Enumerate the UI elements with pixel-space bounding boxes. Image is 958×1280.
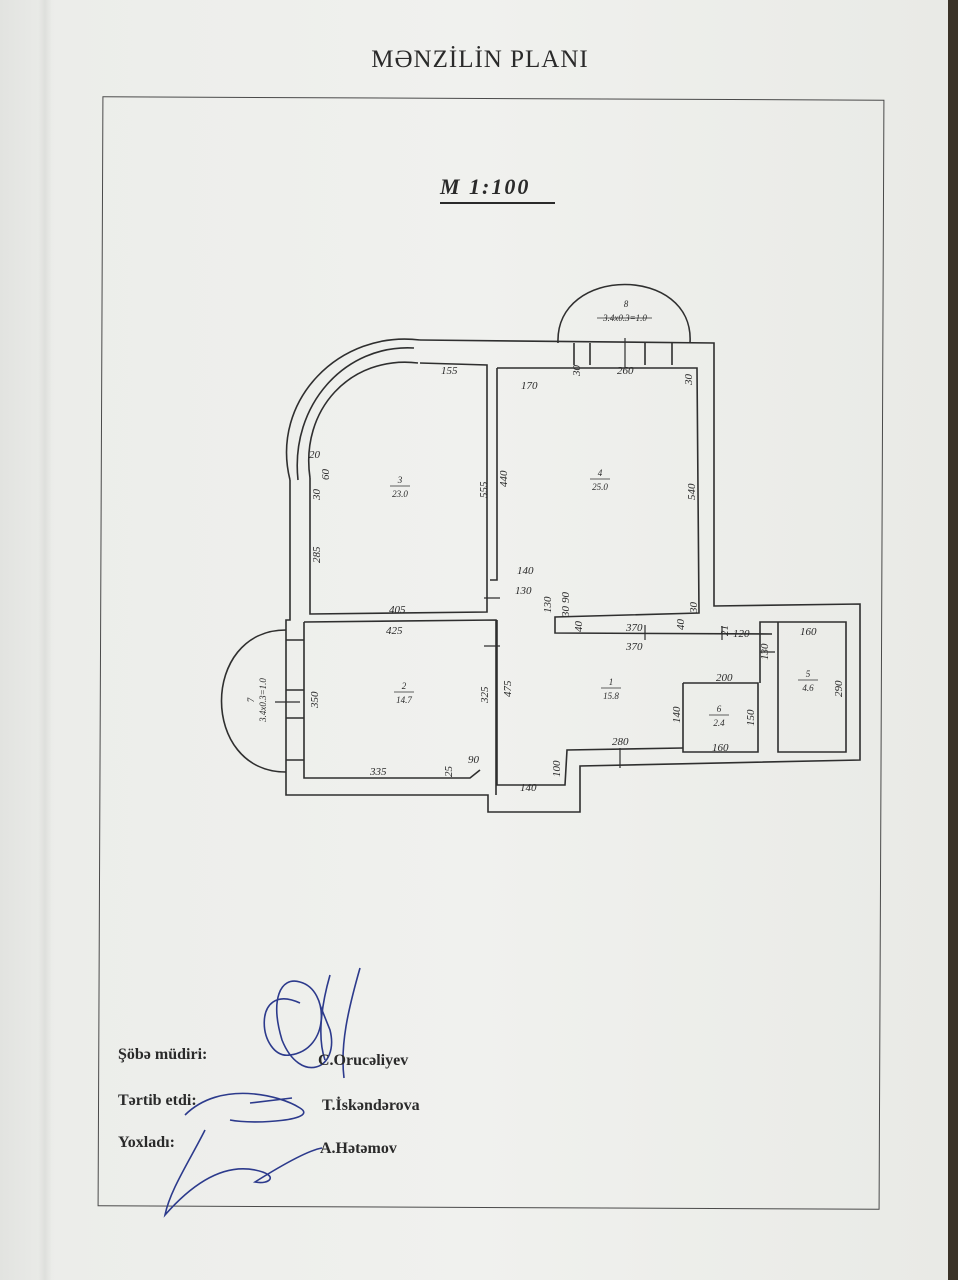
dim-label: 475 <box>502 680 514 697</box>
page-title: MƏNZİLİN PLANI <box>371 46 589 73</box>
dim-label: 25 <box>443 766 455 778</box>
checked-label: Yoxladı: <box>118 1134 175 1151</box>
door-marks <box>275 338 775 768</box>
dim-label: 440 <box>498 470 510 487</box>
dim-label: 280 <box>612 736 629 748</box>
dim-label: 140 <box>517 565 534 577</box>
dim-label: 160 <box>712 742 729 754</box>
room-4-number: 4 <box>598 468 603 478</box>
dim-label: 30 <box>560 606 572 619</box>
dim-label: 30 <box>688 602 700 615</box>
room-3-area: 23.0 <box>392 489 408 499</box>
room-5-number: 5 <box>806 669 811 679</box>
dimension-labels: 155 170 260 30 30 440 555 540 20 60 30 2… <box>309 365 845 795</box>
dim-label: 20 <box>309 449 321 461</box>
walls <box>285 338 861 813</box>
dim-label: 155 <box>441 365 458 377</box>
room-4-area: 25.0 <box>592 482 608 492</box>
dim-label: 425 <box>386 625 403 637</box>
dim-label: 540 <box>686 483 698 500</box>
dim-label: 335 <box>369 766 387 778</box>
dim-label: 260 <box>617 365 634 377</box>
dim-label: 130 <box>542 596 554 613</box>
dim-label: 290 <box>833 680 845 697</box>
room-6-area: 2.4 <box>713 718 725 728</box>
dim-label: 325 <box>479 686 491 704</box>
scale-label: M 1:100 <box>440 174 555 204</box>
room-6-number: 6 <box>717 704 722 714</box>
room-2-number: 2 <box>402 681 407 691</box>
room-2-area: 14.7 <box>396 695 412 705</box>
room-8-area: 3.4x0.3=1.0 <box>602 313 647 323</box>
dim-label: 90 <box>468 754 480 766</box>
dim-label: 285 <box>311 546 323 563</box>
head-name: C.Orucəliyev <box>318 1052 409 1069</box>
dim-label: 555 <box>478 481 490 498</box>
dim-label: 200 <box>716 672 733 684</box>
room-7-area: 3.4x0.3=1.0 <box>258 678 268 723</box>
compiled-name: T.İskəndərova <box>322 1097 420 1114</box>
dim-label: 140 <box>520 782 537 794</box>
balcony-7-outline <box>220 629 287 773</box>
dim-label: 30 <box>683 374 695 387</box>
paper-fold <box>38 0 52 1280</box>
dim-label: 405 <box>389 604 406 616</box>
compiled-label: Tərtib etdi: <box>118 1092 197 1109</box>
dim-label: 160 <box>800 626 817 638</box>
checked-name: A.Hətəmov <box>320 1140 397 1157</box>
head-label: Şöbə müdiri: <box>118 1046 208 1063</box>
room-1-area: 15.8 <box>603 691 619 701</box>
dim-label: 40 <box>573 621 585 633</box>
dim-label: 40 <box>675 619 687 631</box>
balcony-7-label: 7 3.4x0.3=1.0 <box>246 678 268 723</box>
dim-label: 150 <box>745 709 757 726</box>
room-3-number: 3 <box>397 475 403 485</box>
dim-label: 100 <box>551 760 563 777</box>
balcony-8-outline <box>557 283 691 344</box>
dim-label: 370 <box>625 641 643 653</box>
room-8-number: 8 <box>624 299 629 309</box>
dim-label: 21 <box>719 625 731 636</box>
dim-label: 30 <box>311 489 323 502</box>
dim-label: 60 <box>320 469 332 481</box>
room-7-number: 7 <box>246 697 256 702</box>
room-5-area: 4.6 <box>802 683 814 693</box>
dim-label: 350 <box>309 691 321 709</box>
dim-label: 370 <box>625 622 643 634</box>
dim-label: 130 <box>515 585 532 597</box>
dim-label: 30 <box>571 365 583 378</box>
dim-label: 90 <box>560 592 572 604</box>
dim-label: 140 <box>671 706 683 723</box>
dim-label: 120 <box>733 628 750 640</box>
handwritten-signatures <box>163 967 361 1218</box>
dim-label: 170 <box>521 380 538 392</box>
room-1-number: 1 <box>609 677 614 687</box>
